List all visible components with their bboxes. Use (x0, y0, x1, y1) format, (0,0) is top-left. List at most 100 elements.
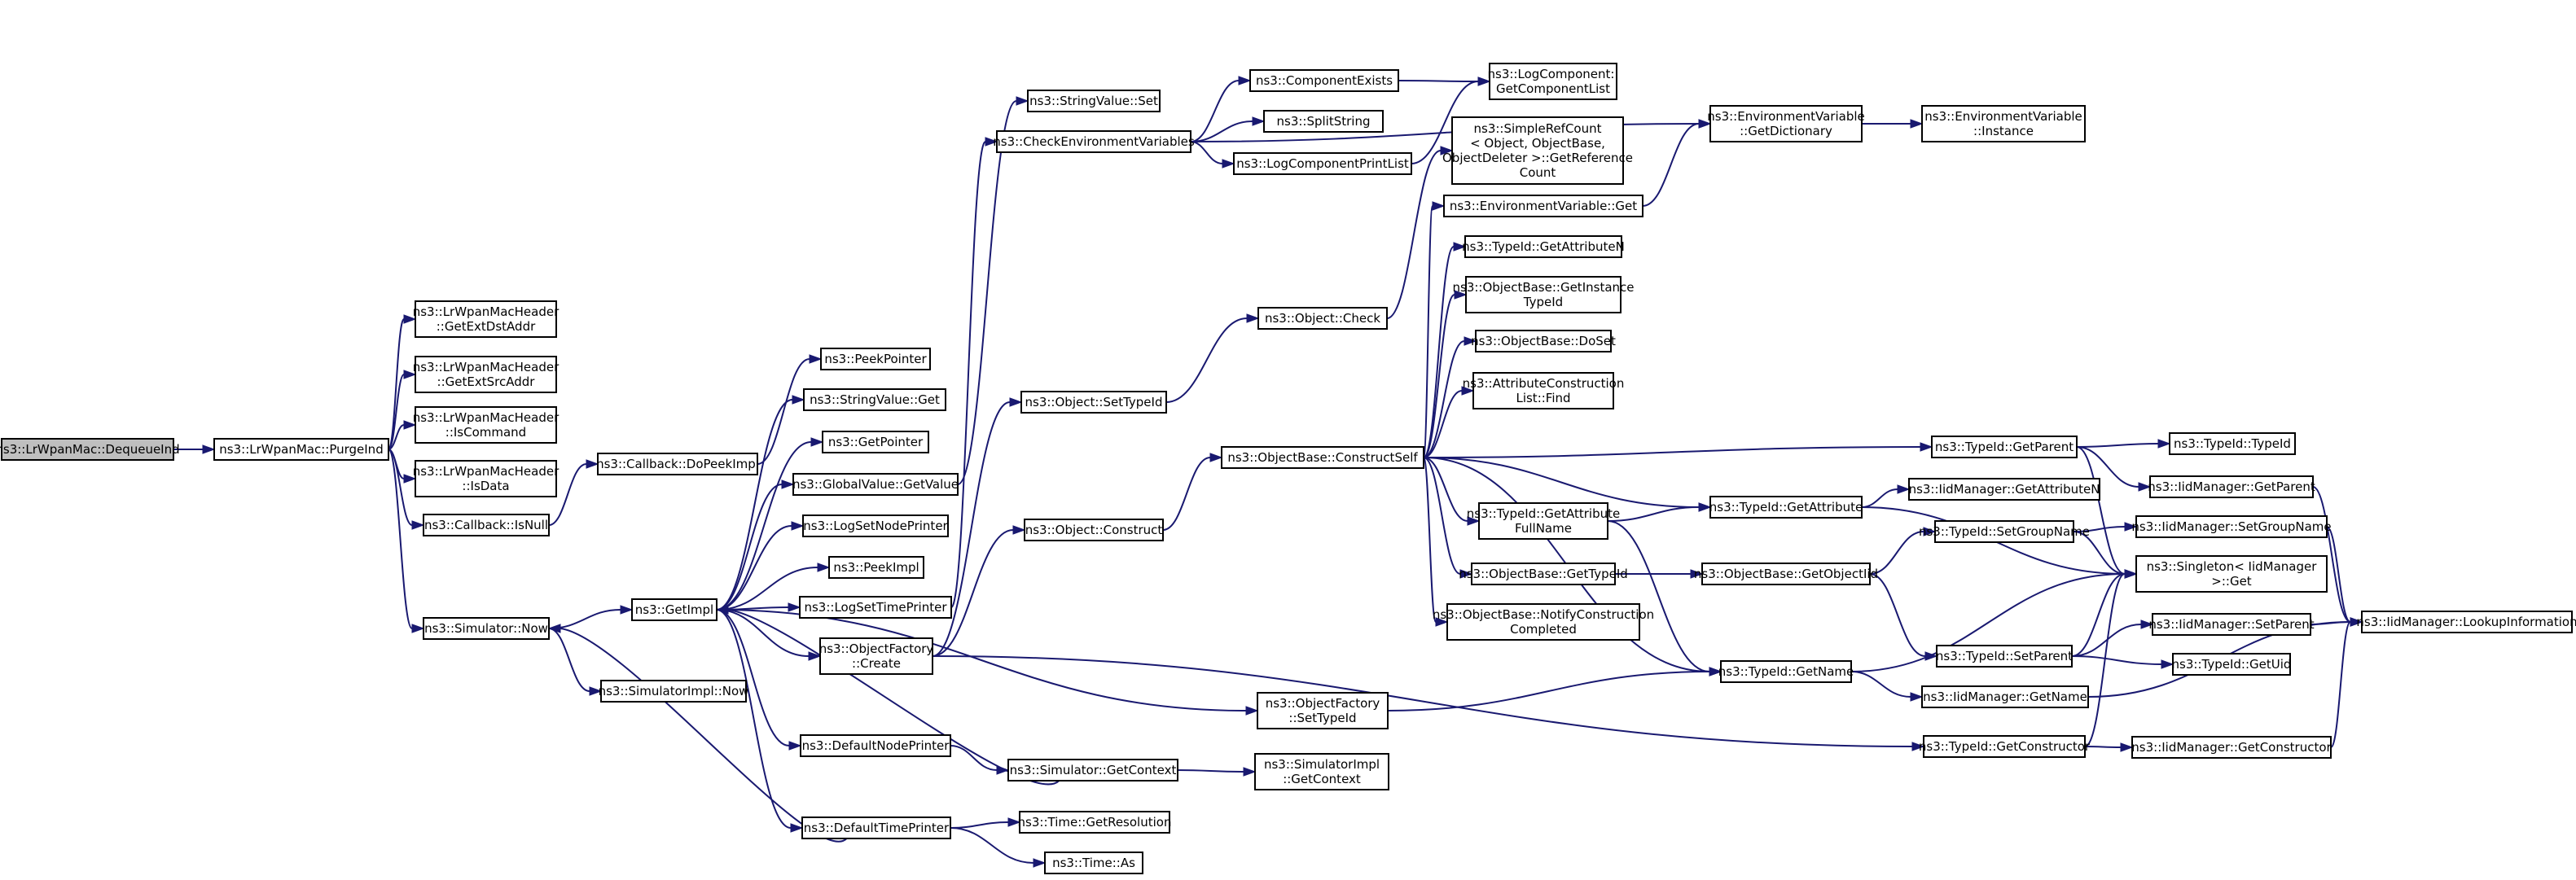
edge-line (1423, 246, 1455, 458)
node-ns3-logsettimeprinter[interactable]: ns3::LogSetTimePrinter (799, 596, 952, 619)
node-ns3-typeid-getparent[interactable]: ns3::TypeId::GetParent (1931, 436, 2078, 458)
node-ns3-typeid-getuid[interactable]: ns3::TypeId::GetUid (2172, 653, 2292, 676)
arrowhead (817, 563, 831, 572)
node-ns3-typeid-setgroupname[interactable]: ns3::TypeId::SetGroupName (1919, 520, 2090, 543)
edge-n32-to-n41 (1423, 386, 1475, 458)
node-ns3-object-construct[interactable]: ns3::Object::Construct (1024, 519, 1164, 541)
arrowhead (788, 602, 801, 612)
node-box (1254, 753, 1389, 790)
node-ns3-environmentvariable-getdictionary[interactable]: ns3::EnvironmentVariable::GetDictionary (1707, 105, 1865, 142)
node-box (1472, 372, 1614, 409)
node-ns3-getpointer[interactable]: ns3::GetPointer (822, 431, 929, 453)
edge-n9-to-n14 (716, 479, 795, 611)
edge-n42-to-n48 (1607, 520, 1722, 676)
node-ns3-typeid-getname[interactable]: ns3::TypeId::GetName (1718, 660, 1854, 683)
node-ns3-objectbase-constructself[interactable]: ns3::ObjectBase::ConstructSelf (1221, 446, 1424, 469)
node-ns3-lrwpanmacheader-getextdstaddr[interactable]: ns3::LrWpanMacHeader::GetExtDstAddr (413, 300, 560, 338)
node-box (1465, 276, 1622, 313)
node-box (1007, 759, 1178, 781)
node-ns3-iidmanager-getconstructor[interactable]: ns3::IidManager::GetConstructor (2131, 736, 2332, 759)
edge-n32-to-n44 (1423, 457, 1449, 627)
node-ns3-peekimpl[interactable]: ns3::PeekImpl (828, 556, 924, 579)
node-ns3-lrwpanmac-purgeind[interactable]: ns3::LrWpanMac::PurgeInd (213, 438, 389, 461)
arrowhead (2124, 522, 2138, 532)
node-ns3-object-settypeid[interactable]: ns3::Object::SetTypeId (1020, 391, 1167, 414)
node-ns3-environmentvariable-get[interactable]: ns3::EnvironmentVariable::Get (1443, 195, 1643, 217)
node-ns3-iidmanager-setparent[interactable]: ns3::IidManager::SetParent (2148, 613, 2315, 636)
node-ns3-simulatorimpl-now[interactable]: ns3::SimulatorImpl::Now (599, 680, 749, 703)
node-box (415, 406, 557, 444)
node-ns3-typeid-getattribute[interactable]: ns3::TypeId::GetAttribute (1709, 496, 1863, 519)
node-ns3-iidmanager-getattributen[interactable]: ns3::IidManager::GetAttributeN (1908, 478, 2100, 501)
edge-line (1423, 457, 1700, 508)
node-ns3-lrwpanmacheader-getextsrcaddr[interactable]: ns3::LrWpanMacHeader::GetExtSrcAddr (413, 356, 560, 393)
node-ns3-iidmanager-getparent[interactable]: ns3::IidManager::GetParent (2148, 475, 2315, 498)
arrowhead (2350, 617, 2363, 627)
arrowhead (791, 521, 805, 531)
node-box (423, 514, 550, 536)
node-ns3-environmentvariable-instance[interactable]: ns3::EnvironmentVariable::Instance (1921, 105, 2086, 142)
node-box (1257, 307, 1388, 330)
node-ns3-simulator-now[interactable]: ns3::Simulator::Now (423, 617, 550, 640)
node-label: ns3::TypeId::TypeId (2174, 436, 2291, 451)
node-ns3-iidmanager-setgroupname[interactable]: ns3::IidManager::SetGroupName (2131, 515, 2332, 538)
node-ns3-objectbase-gettypeid[interactable]: ns3::ObjectBase::GetTypeId (1459, 563, 1628, 585)
node-ns3-peekpointer[interactable]: ns3::PeekPointer (820, 348, 931, 370)
node-ns3-time-getresolution[interactable]: ns3::Time::GetResolution (1018, 811, 1172, 834)
node-box (1471, 563, 1616, 585)
edge-line (950, 141, 986, 608)
node-label: ns3::Time::As (1052, 856, 1135, 870)
node-ns3-stringvalue-get[interactable]: ns3::StringValue::Get (803, 388, 946, 411)
node-ns3-typeid-getattributen[interactable]: ns3::TypeId::GetAttributeN (1462, 235, 1625, 258)
node-box (799, 596, 952, 619)
node-ns3-typeid-typeid[interactable]: ns3::TypeId::TypeId (2169, 432, 2296, 455)
node-label: ns3::ObjectBase::DoSet (1471, 334, 1616, 348)
node-ns3-splitstring[interactable]: ns3::SplitString (1263, 110, 1384, 133)
edge-n6-to-n8 (548, 459, 599, 526)
node-ns3-lrwpanmac-dequeueind[interactable]: ns3::LrWpanMac::DequeueInd (0, 438, 180, 461)
node-ns3-globalvalue-getvalue[interactable]: ns3::GlobalValue::GetValue (792, 473, 959, 496)
node-label: ns3::GetImpl (635, 602, 713, 617)
node-ns3-simulatorimpl-getcontext[interactable]: ns3::SimulatorImpl::GetContext (1254, 753, 1389, 790)
node-ns3-componentexists[interactable]: ns3::ComponentExists (1249, 69, 1399, 92)
node-label: Completed (1510, 622, 1577, 637)
node-ns3-simplerefcount-object-objectbase-objectdeleter-getreference-count[interactable]: ns3::SimpleRefCount< Object, ObjectBase,… (1442, 116, 1633, 185)
edge-line (2084, 746, 2122, 748)
node-ns3-defaultnodeprinter[interactable]: ns3::DefaultNodePrinter (800, 734, 951, 757)
node-ns3-stringvalue-set[interactable]: ns3::StringValue::Set (1027, 90, 1161, 112)
arrowhead (411, 624, 425, 633)
node-ns3-objectfactory-settypeid[interactable]: ns3::ObjectFactory::SetTypeId (1257, 692, 1389, 729)
node-box (828, 556, 924, 579)
arrowhead (2124, 569, 2138, 579)
node-ns3-callback-dopeekimpl[interactable]: ns3::Callback::DoPeekImpl (596, 453, 759, 475)
node-ns3-objectbase-getobjectiid[interactable]: ns3::ObjectBase::GetObjectIid (1694, 563, 1878, 585)
node-ns3-singleton-iidmanager-get[interactable]: ns3::Singleton< IidManager>::Get (2135, 555, 2328, 593)
node-ns3-typeid-getconstructor[interactable]: ns3::TypeId::GetConstructor (1919, 735, 2091, 758)
node-ns3-objectfactory-create[interactable]: ns3::ObjectFactory::Create (819, 637, 934, 675)
node-label: ns3::LogSetNodePrinter (803, 519, 948, 533)
node-ns3-objectbase-doset[interactable]: ns3::ObjectBase::DoSet (1471, 330, 1616, 352)
node-ns3-lrwpanmacheader-isdata[interactable]: ns3::LrWpanMacHeader::IsData (413, 460, 560, 497)
node-ns3-objectbase-notifyconstruction-completed[interactable]: ns3::ObjectBase::NotifyConstructionCompl… (1433, 603, 1654, 641)
node-ns3-iidmanager-getname[interactable]: ns3::IidManager::GetName (1921, 685, 2089, 708)
node-ns3-checkenvironmentvariables[interactable]: ns3::CheckEnvironmentVariables (993, 130, 1195, 153)
node-box (213, 438, 389, 461)
node-ns3-simulator-getcontext[interactable]: ns3::Simulator::GetContext (1007, 759, 1178, 781)
node-ns3-getimpl[interactable]: ns3::GetImpl (631, 598, 718, 621)
node-ns3-callback-isnull[interactable]: ns3::Callback::IsNull (423, 514, 550, 536)
node-ns3-object-check[interactable]: ns3::Object::Check (1257, 307, 1388, 330)
node-ns3-typeid-setparent[interactable]: ns3::TypeId::SetParent (1936, 645, 2073, 668)
node-ns3-lrwpanmacheader-iscommand[interactable]: ns3::LrWpanMacHeader::IsCommand (413, 406, 560, 444)
arrowhead (1454, 290, 1468, 300)
node-ns3-time-as[interactable]: ns3::Time::As (1044, 852, 1143, 874)
node-ns3-logcomponentprintlist[interactable]: ns3::LogComponentPrintList (1233, 152, 1412, 175)
node-ns3-logsetnodeprinter[interactable]: ns3::LogSetNodePrinter (802, 514, 949, 537)
node-ns3-iidmanager-lookupinformation[interactable]: ns3::IidManager::LookupInformation (2356, 611, 2576, 633)
node-box (2152, 613, 2311, 636)
node-ns3-defaulttimeprinter[interactable]: ns3::DefaultTimePrinter (801, 817, 951, 839)
edge-n25-to-n9 (715, 605, 1060, 786)
node-ns3-logcomponent-getcomponentlist[interactable]: ns3::LogComponent::GetComponentList (1488, 63, 1619, 100)
